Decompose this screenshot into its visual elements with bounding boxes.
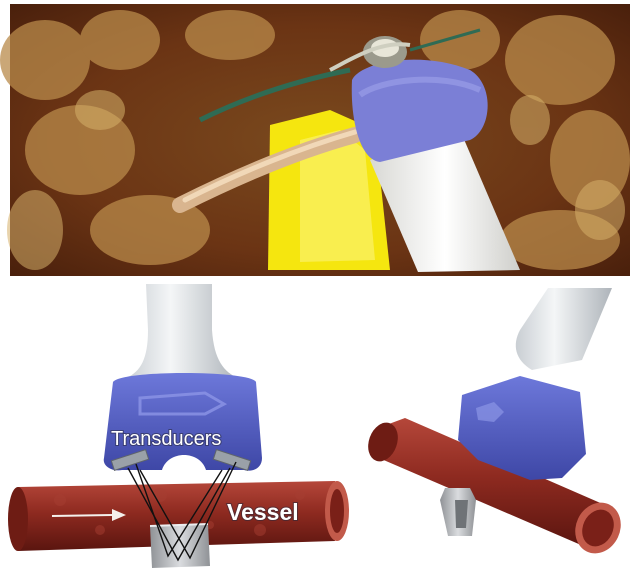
surgical-photo bbox=[0, 4, 630, 276]
vessel-label: Vessel bbox=[227, 499, 299, 525]
flow-probe-perspective bbox=[363, 288, 629, 561]
reflector-bracket-perspective bbox=[440, 488, 476, 536]
transducers-label: Transducers bbox=[111, 428, 221, 450]
flow-probe-diagram: Transducers Vessel bbox=[8, 284, 349, 568]
